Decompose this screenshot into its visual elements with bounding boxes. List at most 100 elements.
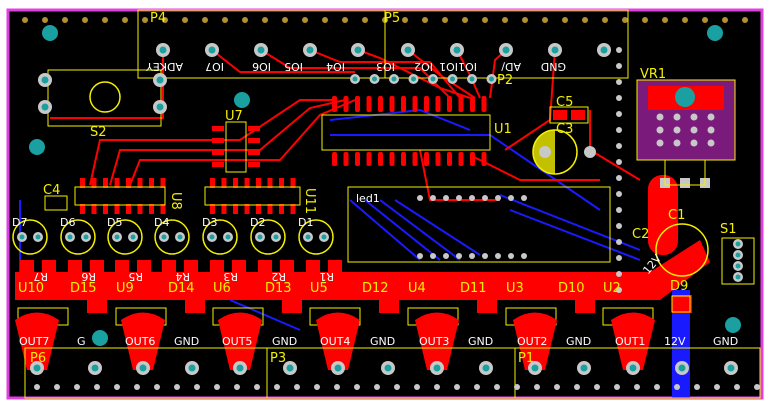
switch-s2-label: S2 (90, 125, 107, 140)
soic-pin (103, 178, 108, 188)
pin-pad (702, 17, 708, 23)
resistor-pad (184, 260, 198, 276)
s1-pad-hole (735, 241, 741, 247)
u7-label: U7 (225, 109, 243, 124)
p2-pad-hole (391, 76, 397, 82)
led-label: D6 (60, 216, 75, 229)
d9-outline (671, 295, 691, 313)
u1-pin (366, 152, 372, 166)
led-label: D7 (12, 216, 27, 229)
led-pad-hole (321, 234, 327, 240)
pin-pad (582, 17, 588, 23)
pin-label: IO6 (252, 60, 271, 73)
u8-outline (74, 186, 166, 206)
diode-pad (185, 295, 205, 313)
mounting-holes (29, 25, 741, 346)
s1-label: S1 (720, 222, 737, 237)
output-trace (611, 312, 655, 370)
pin-label: IO7 (205, 60, 224, 73)
led-label: D3 (202, 216, 217, 229)
pin-pad (616, 63, 622, 69)
output-label: OUT2 (517, 335, 547, 348)
led1-pad (508, 253, 514, 259)
soic-pin (267, 178, 273, 188)
u1-pins (332, 96, 487, 166)
header-pad-hole (306, 46, 314, 54)
header-pad-hole (551, 46, 559, 54)
led-pad-hole (305, 234, 311, 240)
soic-pin (221, 178, 227, 188)
output-pad-hole (33, 364, 41, 372)
resistor-pad (137, 260, 151, 276)
output-pad-hole (531, 364, 539, 372)
led-label: D4 (154, 216, 169, 229)
led1-pad (482, 253, 488, 259)
pin-pad (562, 17, 568, 23)
output-trace (415, 312, 459, 370)
regulator-label: U5 (310, 281, 328, 296)
output-trace (218, 312, 262, 370)
pin-pad (534, 384, 540, 390)
mounting-hole (29, 139, 45, 155)
u1-pin (401, 96, 406, 112)
resistor-label: R2 (271, 270, 286, 283)
soic-pin (91, 204, 97, 214)
pin-pad (462, 17, 468, 23)
led-pad-hole (209, 234, 215, 240)
pin-pad (102, 17, 108, 23)
vr-pad (690, 139, 698, 147)
pin-pad (362, 17, 368, 23)
pin-pad (214, 384, 220, 390)
c1-label: C1 (668, 208, 685, 223)
pin-pad (274, 384, 280, 390)
soic-pin (244, 178, 250, 188)
regulator-label: U9 (116, 281, 134, 296)
pin-pad (142, 17, 148, 23)
pin-pad (714, 384, 720, 390)
output-label: G (77, 335, 86, 348)
pin-pad (554, 384, 560, 390)
pin-pad (202, 17, 208, 23)
pin-label: IO5 (284, 60, 303, 73)
regulator-label: U4 (408, 281, 426, 296)
pin-pad (394, 384, 400, 390)
mounting-hole (92, 330, 108, 346)
pin-pad (722, 17, 728, 23)
output-pad-hole (139, 364, 147, 372)
s1-pad-hole (735, 274, 741, 280)
led-outline (154, 219, 190, 255)
soic-pin (137, 204, 143, 214)
pin-pad (374, 384, 380, 390)
p2-pad-hole (450, 76, 455, 82)
resistor-pad (115, 260, 129, 276)
led1-pad (456, 253, 462, 259)
pin-label: GND (541, 60, 566, 73)
led1-outline (347, 186, 611, 263)
pin-pad (134, 384, 140, 390)
pin-pad (114, 384, 120, 390)
pin-label: IO1 (439, 60, 458, 73)
led-label: D2 (250, 216, 265, 229)
regulator-label: U2 (603, 281, 621, 296)
pin-pad (334, 384, 340, 390)
output-label: GND (174, 335, 199, 348)
led1-pad (430, 195, 436, 201)
vr-pin (680, 178, 690, 188)
header-p5-label: P5 (384, 11, 400, 26)
pin-pad (234, 384, 240, 390)
header-pad-hole (354, 46, 362, 54)
led-pad-hole (257, 234, 263, 240)
pin-pad (62, 17, 68, 23)
header-pad-hole (453, 46, 461, 54)
pin-pad (494, 384, 500, 390)
soic-pin (279, 178, 284, 188)
vr-pad (673, 126, 681, 134)
soic-pin (290, 178, 296, 188)
diode-pad (477, 295, 497, 313)
soic-pin (210, 178, 215, 188)
pin-pad (242, 17, 248, 23)
pin-pad (694, 384, 700, 390)
output-pad-hole (433, 364, 441, 372)
